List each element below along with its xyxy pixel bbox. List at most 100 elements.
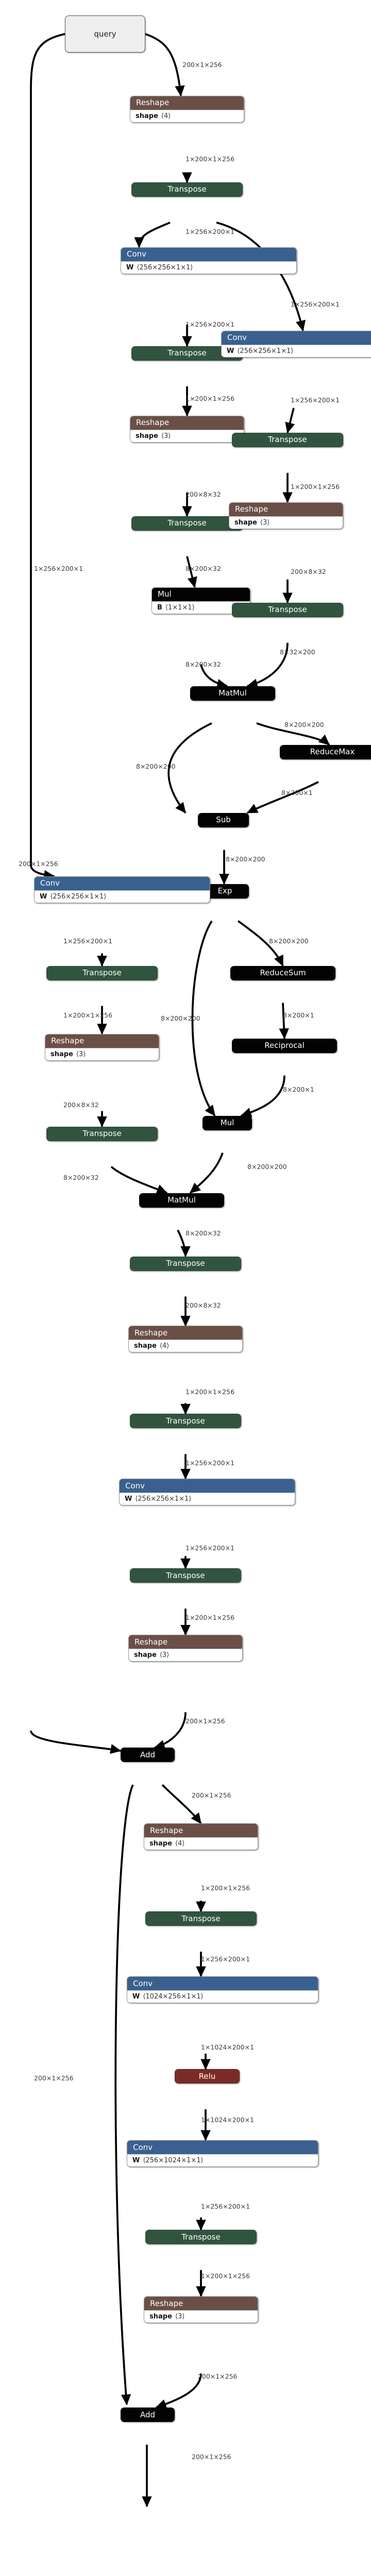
- edge-shape-label: 8×200×200: [226, 855, 265, 863]
- node-attribute: W⟨256×1024×1×1⟩: [127, 2154, 318, 2167]
- edge-shape-label: 200×8×32: [63, 1100, 99, 1109]
- edge-shape-label: 200×1×256: [19, 859, 58, 868]
- graph-node-transpose[interactable]: Transpose: [131, 182, 243, 197]
- node-op-label: Reshape: [129, 1635, 242, 1649]
- graph-node-matmul[interactable]: MatMul: [190, 686, 275, 701]
- graph-node-transpose[interactable]: Transpose: [145, 1911, 257, 1926]
- edge-shape-label: 1×256×200×1: [291, 300, 340, 308]
- node-op-label: ReduceMax: [280, 745, 371, 759]
- edge-shape-label: 8×32×200: [280, 648, 315, 656]
- graph-node-transpose[interactable]: Transpose: [46, 1126, 158, 1141]
- edge-shape-label: 8×200×32: [63, 1173, 99, 1181]
- edge-shape-label: 1×256×200×1: [34, 564, 83, 572]
- node-op-label: Reshape: [229, 502, 343, 516]
- node-op-label: Reshape: [129, 1326, 242, 1340]
- graph-node-transpose[interactable]: Transpose: [130, 1414, 241, 1429]
- edge-shape-label: 1×1024×200×1: [201, 2116, 254, 2124]
- node-op-label: Add: [121, 1748, 174, 1762]
- graph-node-mul[interactable]: Mul: [203, 1115, 252, 1130]
- graph-node-sub[interactable]: Sub: [198, 812, 249, 827]
- node-attribute-value: ⟨256×256×1×1⟩: [50, 892, 107, 901]
- edge-shape-label: 1×256×200×1: [201, 1955, 250, 1963]
- node-attribute: shape⟨3⟩: [129, 1649, 242, 1662]
- edge-shape-label: 8×200×32: [185, 660, 221, 668]
- node-attribute: shape⟨4⟩: [129, 1340, 242, 1352]
- graph-node-reducesum[interactable]: ReduceSum: [230, 965, 335, 980]
- graph-input-query[interactable]: query: [65, 15, 145, 53]
- node-attribute: shape⟨4⟩: [130, 109, 244, 122]
- edge-shape-label: 200×1×256: [198, 2372, 238, 2381]
- graph-node-transpose[interactable]: Transpose: [46, 965, 158, 980]
- node-attribute-key: W: [132, 2157, 140, 2165]
- node-attribute: W⟨256×256×1×1⟩: [120, 1493, 295, 1505]
- edge-shape-label: 8×200×200: [136, 762, 176, 770]
- graph-node-transpose[interactable]: Transpose: [232, 432, 343, 447]
- node-op-label: Transpose: [232, 603, 343, 617]
- edge-shape-label: 1×256×200×1: [291, 396, 340, 404]
- node-attribute-key: shape: [134, 1651, 157, 1659]
- node-attribute-key: shape: [134, 1342, 157, 1350]
- graph-node-transpose[interactable]: Transpose: [232, 602, 343, 617]
- node-op-label: Transpose: [47, 1127, 157, 1141]
- edge-shape-label: 8×200×1: [283, 1085, 314, 1093]
- node-op-label: Transpose: [132, 516, 242, 530]
- graph-node-transpose[interactable]: Transpose: [145, 2230, 257, 2245]
- node-attribute: W⟨256×256×1×1⟩: [222, 344, 371, 357]
- graph-node-transpose[interactable]: Transpose: [130, 1568, 241, 1583]
- node-op-label: Conv: [35, 876, 210, 890]
- edge-shape-label: 200×8×32: [291, 567, 326, 575]
- edge-shape-label: 1×200×1×256: [185, 394, 235, 402]
- node-attribute-value: ⟨3⟩: [159, 1651, 170, 1659]
- graph-node-relu[interactable]: Relu: [175, 2069, 240, 2084]
- edge-shape-label: 8×200×200: [284, 720, 324, 728]
- node-op-label: Reshape: [144, 1824, 258, 1838]
- edge-shape-label: 1×200×1×256: [201, 2272, 250, 2280]
- node-attribute-value: ⟨256×256×1×1⟩: [237, 347, 294, 355]
- edge-shape-label: 1×256×200×1: [185, 1459, 235, 1467]
- edge-shape-label: 1×200×1×256: [185, 1614, 235, 1622]
- graph-node-reciprocal[interactable]: Reciprocal: [232, 1038, 337, 1053]
- node-attribute-value: ⟨256×256×1×1⟩: [137, 263, 193, 272]
- graph-node-add[interactable]: Add: [121, 2408, 175, 2422]
- node-op-label: Conv: [127, 1977, 318, 1991]
- node-attribute-value: ⟨3⟩: [175, 2313, 185, 2321]
- graph-node-add[interactable]: Add: [121, 1748, 175, 1762]
- graph-node-reducemax[interactable]: ReduceMax: [280, 744, 371, 759]
- graph-node-matmul[interactable]: MatMul: [139, 1193, 224, 1208]
- node-attribute-value: ⟨4⟩: [161, 112, 171, 120]
- graph-node-transpose[interactable]: Transpose: [131, 516, 243, 531]
- node-attribute: W⟨256×256×1×1⟩: [121, 261, 296, 274]
- node-op-label: ReduceSum: [231, 966, 335, 980]
- node-attribute: shape⟨3⟩: [144, 2310, 258, 2323]
- node-attribute: W⟨1024×256×1×1⟩: [127, 1990, 318, 2003]
- node-attribute: shape⟨3⟩: [229, 516, 343, 529]
- node-attribute-key: W: [40, 892, 47, 901]
- edge-shape-label: 1×200×1×256: [201, 1884, 250, 1892]
- edge-shape-label: 1×256×200×1: [185, 320, 235, 328]
- node-op-label: Mul: [152, 587, 250, 601]
- node-attribute-key: shape: [234, 518, 257, 527]
- node-attribute-value: ⟨4⟩: [159, 1342, 170, 1350]
- graph-node-transpose[interactable]: Transpose: [130, 1256, 241, 1271]
- node-op-label: Transpose: [132, 182, 242, 196]
- node-attribute-value: ⟨256×1024×1×1⟩: [143, 2157, 204, 2165]
- node-op-label: Conv: [120, 1479, 295, 1493]
- node-op-label: Transpose: [130, 1569, 241, 1583]
- node-attribute-key: W: [132, 1993, 140, 2001]
- node-attribute-value: ⟨3⟩: [260, 518, 270, 527]
